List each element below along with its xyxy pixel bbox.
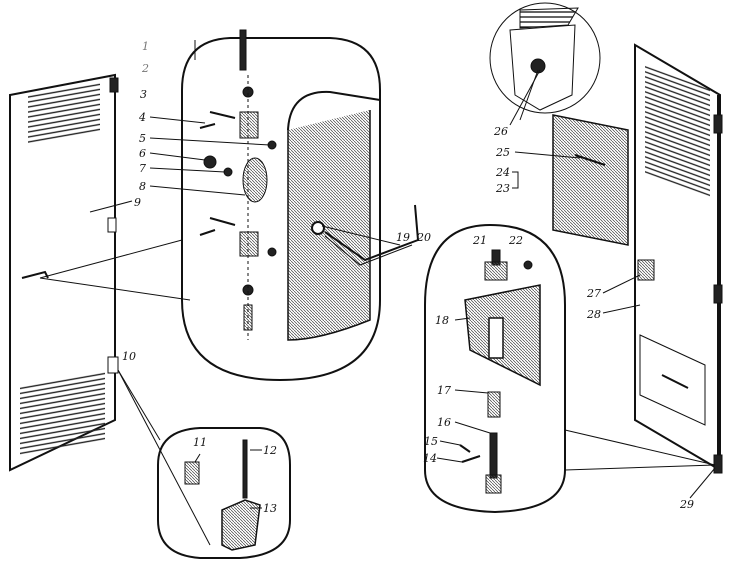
hinge-bottom bbox=[107, 356, 119, 374]
callout-18: 18 bbox=[435, 314, 449, 327]
callout-19: 19 bbox=[396, 231, 410, 244]
callout-10: 10 bbox=[122, 350, 136, 363]
callout-6: 6 bbox=[139, 147, 146, 160]
right-door bbox=[552, 43, 723, 474]
callout-16: 16 bbox=[437, 416, 451, 429]
callout-20: 20 bbox=[416, 231, 431, 244]
callout-27: 27 bbox=[586, 287, 601, 300]
leader-lines bbox=[89, 69, 716, 509]
upper-louver bbox=[28, 82, 100, 146]
callout-14: 14 bbox=[423, 452, 437, 465]
hinge-detail-bubble bbox=[117, 369, 291, 559]
callout-23: 23 bbox=[495, 182, 510, 195]
callout-3: 3 bbox=[140, 88, 147, 101]
callout-1: 1 bbox=[142, 40, 149, 53]
callout-11: 11 bbox=[193, 436, 207, 449]
catch-detail-circle bbox=[489, 2, 601, 121]
callout-12: 12 bbox=[263, 444, 277, 457]
lock-plate bbox=[242, 157, 268, 203]
handle-lever bbox=[324, 204, 420, 262]
rod bbox=[239, 29, 247, 71]
callout-28: 28 bbox=[586, 308, 601, 321]
callout-26: 26 bbox=[493, 125, 508, 138]
callout-17: 17 bbox=[437, 384, 451, 397]
callout-25: 25 bbox=[495, 146, 510, 159]
latch bbox=[107, 217, 117, 233]
lower-louver bbox=[20, 371, 105, 457]
right-louver bbox=[645, 64, 710, 199]
callout-7: 7 bbox=[139, 162, 146, 175]
callout-24: 24 bbox=[495, 166, 510, 179]
callout-labels: 1 2 3 4 5 6 7 8 9 10 11 12 13 14 15 16 1… bbox=[122, 40, 694, 515]
inner-panel bbox=[552, 114, 629, 246]
callout-15: 15 bbox=[424, 435, 438, 448]
callout-21: 21 bbox=[472, 234, 487, 247]
callout-13: 13 bbox=[263, 502, 277, 515]
left-door bbox=[9, 73, 119, 472]
callout-4: 4 bbox=[138, 111, 146, 124]
callout-8: 8 bbox=[139, 180, 146, 193]
callout-2: 2 bbox=[141, 62, 149, 75]
callout-9: 9 bbox=[134, 196, 141, 209]
pivot-detail-bubble bbox=[424, 223, 716, 514]
callout-22: 22 bbox=[508, 234, 523, 247]
callout-29: 29 bbox=[679, 498, 694, 511]
lock-detail-bubble bbox=[39, 29, 420, 382]
callout-5: 5 bbox=[139, 132, 146, 145]
hinge-top bbox=[109, 77, 119, 93]
